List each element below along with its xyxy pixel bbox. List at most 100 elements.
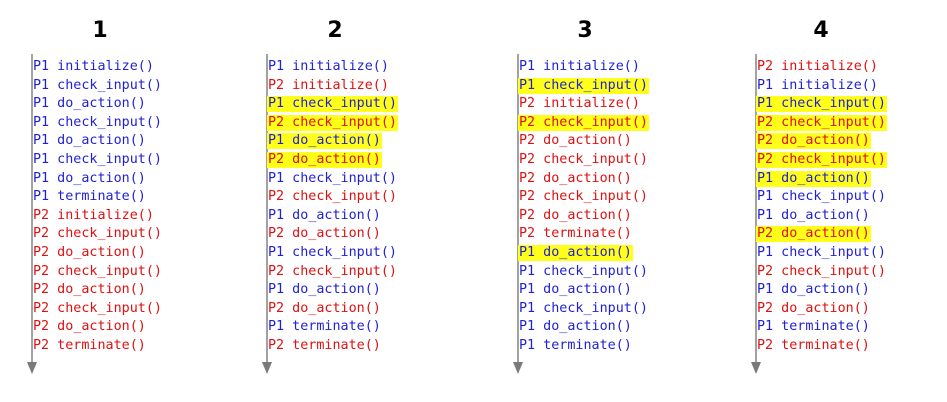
step-p1-highlighted: P1 check_input(): [518, 77, 649, 96]
step-p1: P1 check_input(): [32, 77, 163, 96]
step-p1: P1 check_input(): [756, 244, 887, 263]
step-label: P1 terminate(): [268, 319, 381, 335]
step-label: P2 do_action(): [757, 300, 870, 316]
step-p2-highlighted: P2 check_input(): [518, 114, 649, 133]
step-label: P1 check_input(): [519, 300, 648, 316]
step-label: P2 check_input(): [33, 263, 162, 279]
step-p2: P2 check_input(): [32, 225, 163, 244]
step-p2: P2 terminate(): [267, 337, 398, 356]
step-label: P2 terminate(): [33, 337, 146, 353]
step-p2: P2 initialize(): [32, 207, 163, 226]
step-p2-highlighted: P2 do_action(): [756, 132, 887, 151]
step-label: P2 do_action(): [519, 207, 632, 223]
step-p2: P2 terminate(): [518, 225, 649, 244]
step-label: P2 initialize(): [519, 96, 640, 112]
step-label: P1 do_action(): [519, 319, 632, 335]
step-p2: P2 check_input(): [756, 263, 887, 282]
step-label: P1 terminate(): [519, 337, 632, 353]
step-label: P2 do_action(): [268, 226, 381, 242]
step-p1: P1 do_action(): [267, 207, 398, 226]
step-p1: P1 do_action(): [32, 132, 163, 151]
step-label: P1 do_action(): [268, 207, 381, 223]
column-title: 3: [577, 18, 593, 43]
step-p2: P2 check_input(): [518, 151, 649, 170]
step-label: P2 check_input(): [519, 189, 648, 205]
step-label: P2 check_input(): [268, 189, 397, 205]
step-p2: P2 do_action(): [518, 207, 649, 226]
step-label: P2 check_input(): [757, 263, 886, 279]
step-p2: P2 check_input(): [267, 188, 398, 207]
step-label: P2 initialize(): [33, 207, 154, 223]
step-p2: P2 do_action(): [32, 281, 163, 300]
step-label: P2 initialize(): [268, 77, 389, 93]
timeline-arrow: [513, 54, 523, 374]
step-label: P1 initialize(): [268, 59, 389, 74]
step-label: P1 do_action(): [268, 282, 381, 298]
step-label: P2 terminate(): [757, 337, 870, 353]
column-title: 2: [327, 18, 343, 43]
step-p1: P1 initialize(): [756, 77, 887, 96]
step-p2: P2 do_action(): [267, 300, 398, 319]
step-label: P1 initialize(): [33, 59, 154, 74]
step-label: P1 check_input(): [33, 114, 162, 130]
step-p1: P1 check_input(): [32, 151, 163, 170]
step-p1: P1 do_action(): [756, 281, 887, 300]
step-p2: P2 initialize(): [267, 77, 398, 96]
step-label: P2 check_input(): [518, 114, 649, 131]
step-list: P2 initialize() P1 initialize() P1 check_i…: [756, 58, 887, 356]
step-label: P2 do_action(): [519, 170, 632, 186]
timeline-arrow: [27, 54, 37, 374]
step-p2: P2 initialize(): [756, 58, 887, 77]
step-p1-highlighted: P1 check_input(): [756, 95, 887, 114]
step-label: P1 do_action(): [757, 282, 870, 298]
step-label: P1 check_input(): [519, 263, 648, 279]
step-label: P1 check_input(): [267, 96, 398, 113]
step-p2-highlighted: P2 do_action(): [756, 225, 887, 244]
step-label: P2 initialize(): [757, 59, 878, 74]
step-label: P1 check_input(): [33, 77, 162, 93]
step-p1: P1 do_action(): [32, 95, 163, 114]
step-p2: P2 terminate(): [756, 337, 887, 356]
column-title: 1: [92, 18, 108, 43]
step-label: P1 check_input(): [757, 189, 886, 205]
step-label: P1 check_input(): [518, 77, 649, 94]
step-p1: P1 terminate(): [267, 318, 398, 337]
step-label: P1 do_action(): [757, 207, 870, 223]
step-p1: P1 check_input(): [518, 300, 649, 319]
step-list: P1 initialize()P1 check_input()P2 initia…: [518, 58, 649, 356]
step-p2: P2 do_action(): [518, 132, 649, 151]
step-p1: P1 check_input(): [267, 244, 398, 263]
column-title: 4: [813, 18, 829, 43]
step-p2: P2 initialize(): [518, 95, 649, 114]
step-label: P1 terminate(): [757, 319, 870, 335]
step-label: P1 terminate(): [33, 189, 146, 205]
step-label: P2 check_input(): [33, 226, 162, 242]
step-label: P2 do_action(): [756, 133, 871, 150]
step-label: P2 do_action(): [268, 300, 381, 316]
step-label: P1 check_input(): [33, 151, 162, 167]
step-p2-highlighted: P2 check_input(): [756, 151, 887, 170]
step-label: P1 do_action(): [519, 282, 632, 298]
step-p2-highlighted: P2 check_input(): [267, 114, 398, 133]
step-p1: P1 terminate(): [32, 188, 163, 207]
step-list: P1 initialize() P2 initialize() P1 check_i…: [267, 58, 398, 356]
step-label: P2 do_action(): [33, 244, 146, 260]
step-p2: P2 do_action(): [518, 170, 649, 189]
step-label: P1 initialize(): [757, 77, 878, 93]
step-list: P1 initialize()P1 check_input()P1 do_act…: [32, 58, 163, 356]
step-label: P1 check_input(): [757, 244, 886, 260]
step-p2: P2 do_action(): [756, 300, 887, 319]
step-p2: P2 terminate(): [32, 337, 163, 356]
step-p1-highlighted: P1 do_action(): [267, 132, 398, 151]
step-p1: P1 do_action(): [267, 281, 398, 300]
step-label: P1 do_action(): [33, 133, 146, 149]
step-p2: P2 check_input(): [32, 300, 163, 319]
step-label: P2 check_input(): [268, 263, 397, 279]
step-label: P1 do_action(): [33, 170, 146, 186]
step-p2: P2 check_input(): [267, 263, 398, 282]
step-label: P1 check_input(): [756, 96, 887, 113]
step-p1: P1 do_action(): [518, 318, 649, 337]
step-p1: P1 do_action(): [756, 207, 887, 226]
step-label: P1 do_action(): [518, 244, 633, 261]
step-label: P2 check_input(): [519, 151, 648, 167]
